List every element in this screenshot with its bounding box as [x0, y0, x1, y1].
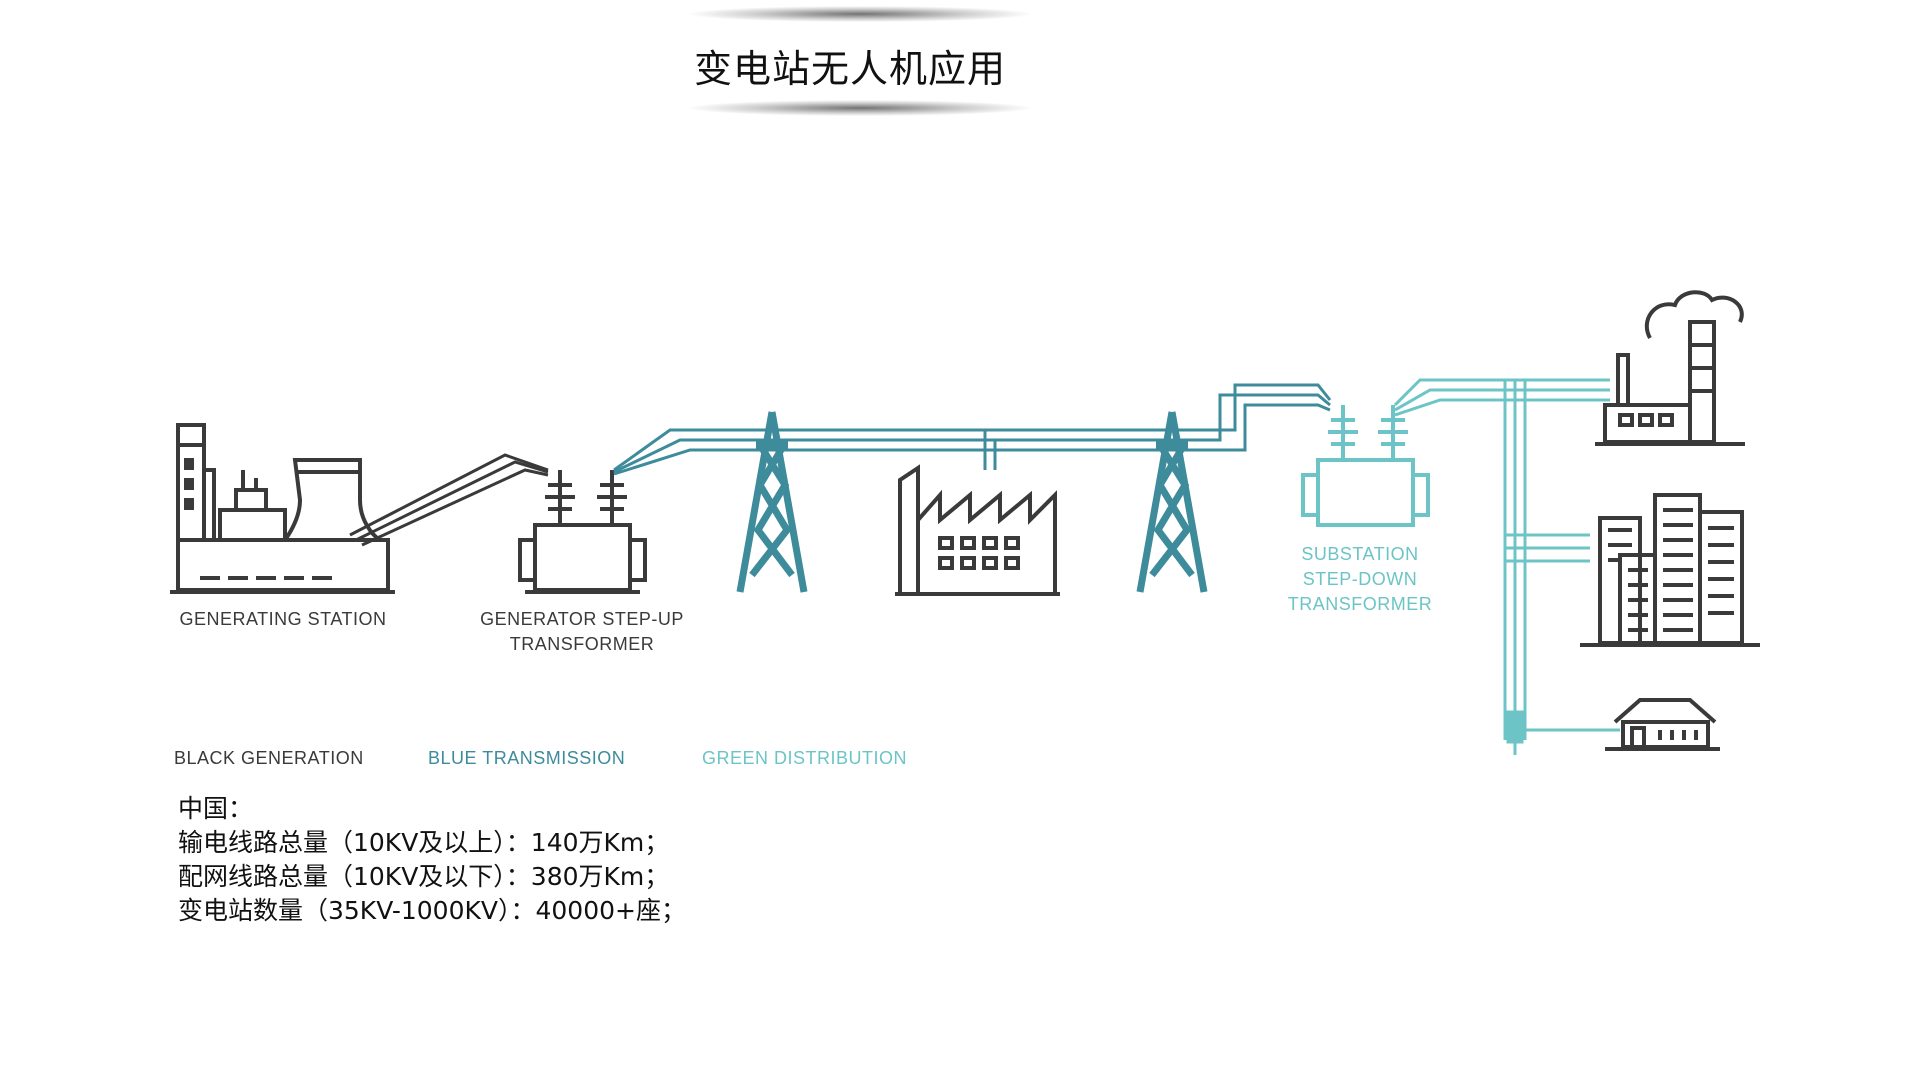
generating-station-icon	[170, 423, 395, 594]
step-up-transformer-label-line1: GENERATOR STEP-UP	[480, 609, 684, 629]
page-title: 变电站无人机应用	[693, 47, 1006, 91]
step-up-transformer-label-line2: TRANSFORMER	[510, 634, 655, 654]
factory-icon	[895, 464, 1060, 596]
title-shade-top	[690, 6, 1030, 22]
substation-label-line1: SUBSTATION	[1301, 544, 1418, 564]
legend-transmission: BLUE TRANSMISSION	[428, 748, 626, 768]
stats-heading: 中国：	[178, 794, 254, 823]
house-icon	[1605, 698, 1720, 751]
transmission-tower-icon	[736, 411, 808, 593]
industrial-plant-icon	[1595, 290, 1745, 446]
generating-station-label: GENERATING STATION	[179, 609, 386, 629]
legend-generation: BLACK GENERATION	[174, 748, 364, 768]
statistics-block: 中国： 输电线路总量（10KV及以上）：140万Km； 配网线路总量（10KV及…	[178, 792, 686, 928]
transmission-lines	[613, 383, 1332, 476]
stats-distribution-length: 配网线路总量（10KV及以下）：380万Km；	[178, 862, 670, 891]
generation-lines	[349, 453, 549, 547]
legend-distribution: GREEN DISTRIBUTION	[702, 748, 908, 768]
substation-label-line3: TRANSFORMER	[1288, 594, 1433, 614]
transmission-tower-icon	[1136, 411, 1208, 593]
city-buildings-icon	[1580, 493, 1760, 647]
step-up-transformer-icon	[518, 470, 647, 594]
title-shade-bottom	[690, 100, 1030, 116]
step-down-transformer-icon	[1301, 405, 1430, 527]
stats-transmission-length: 输电线路总量（10KV及以上）：140万Km；	[178, 828, 670, 857]
distribution-lines	[1393, 378, 1620, 755]
stats-substation-count: 变电站数量（35KV-1000KV）：40000+座；	[178, 896, 686, 925]
substation-label-line2: STEP-DOWN	[1303, 569, 1418, 589]
